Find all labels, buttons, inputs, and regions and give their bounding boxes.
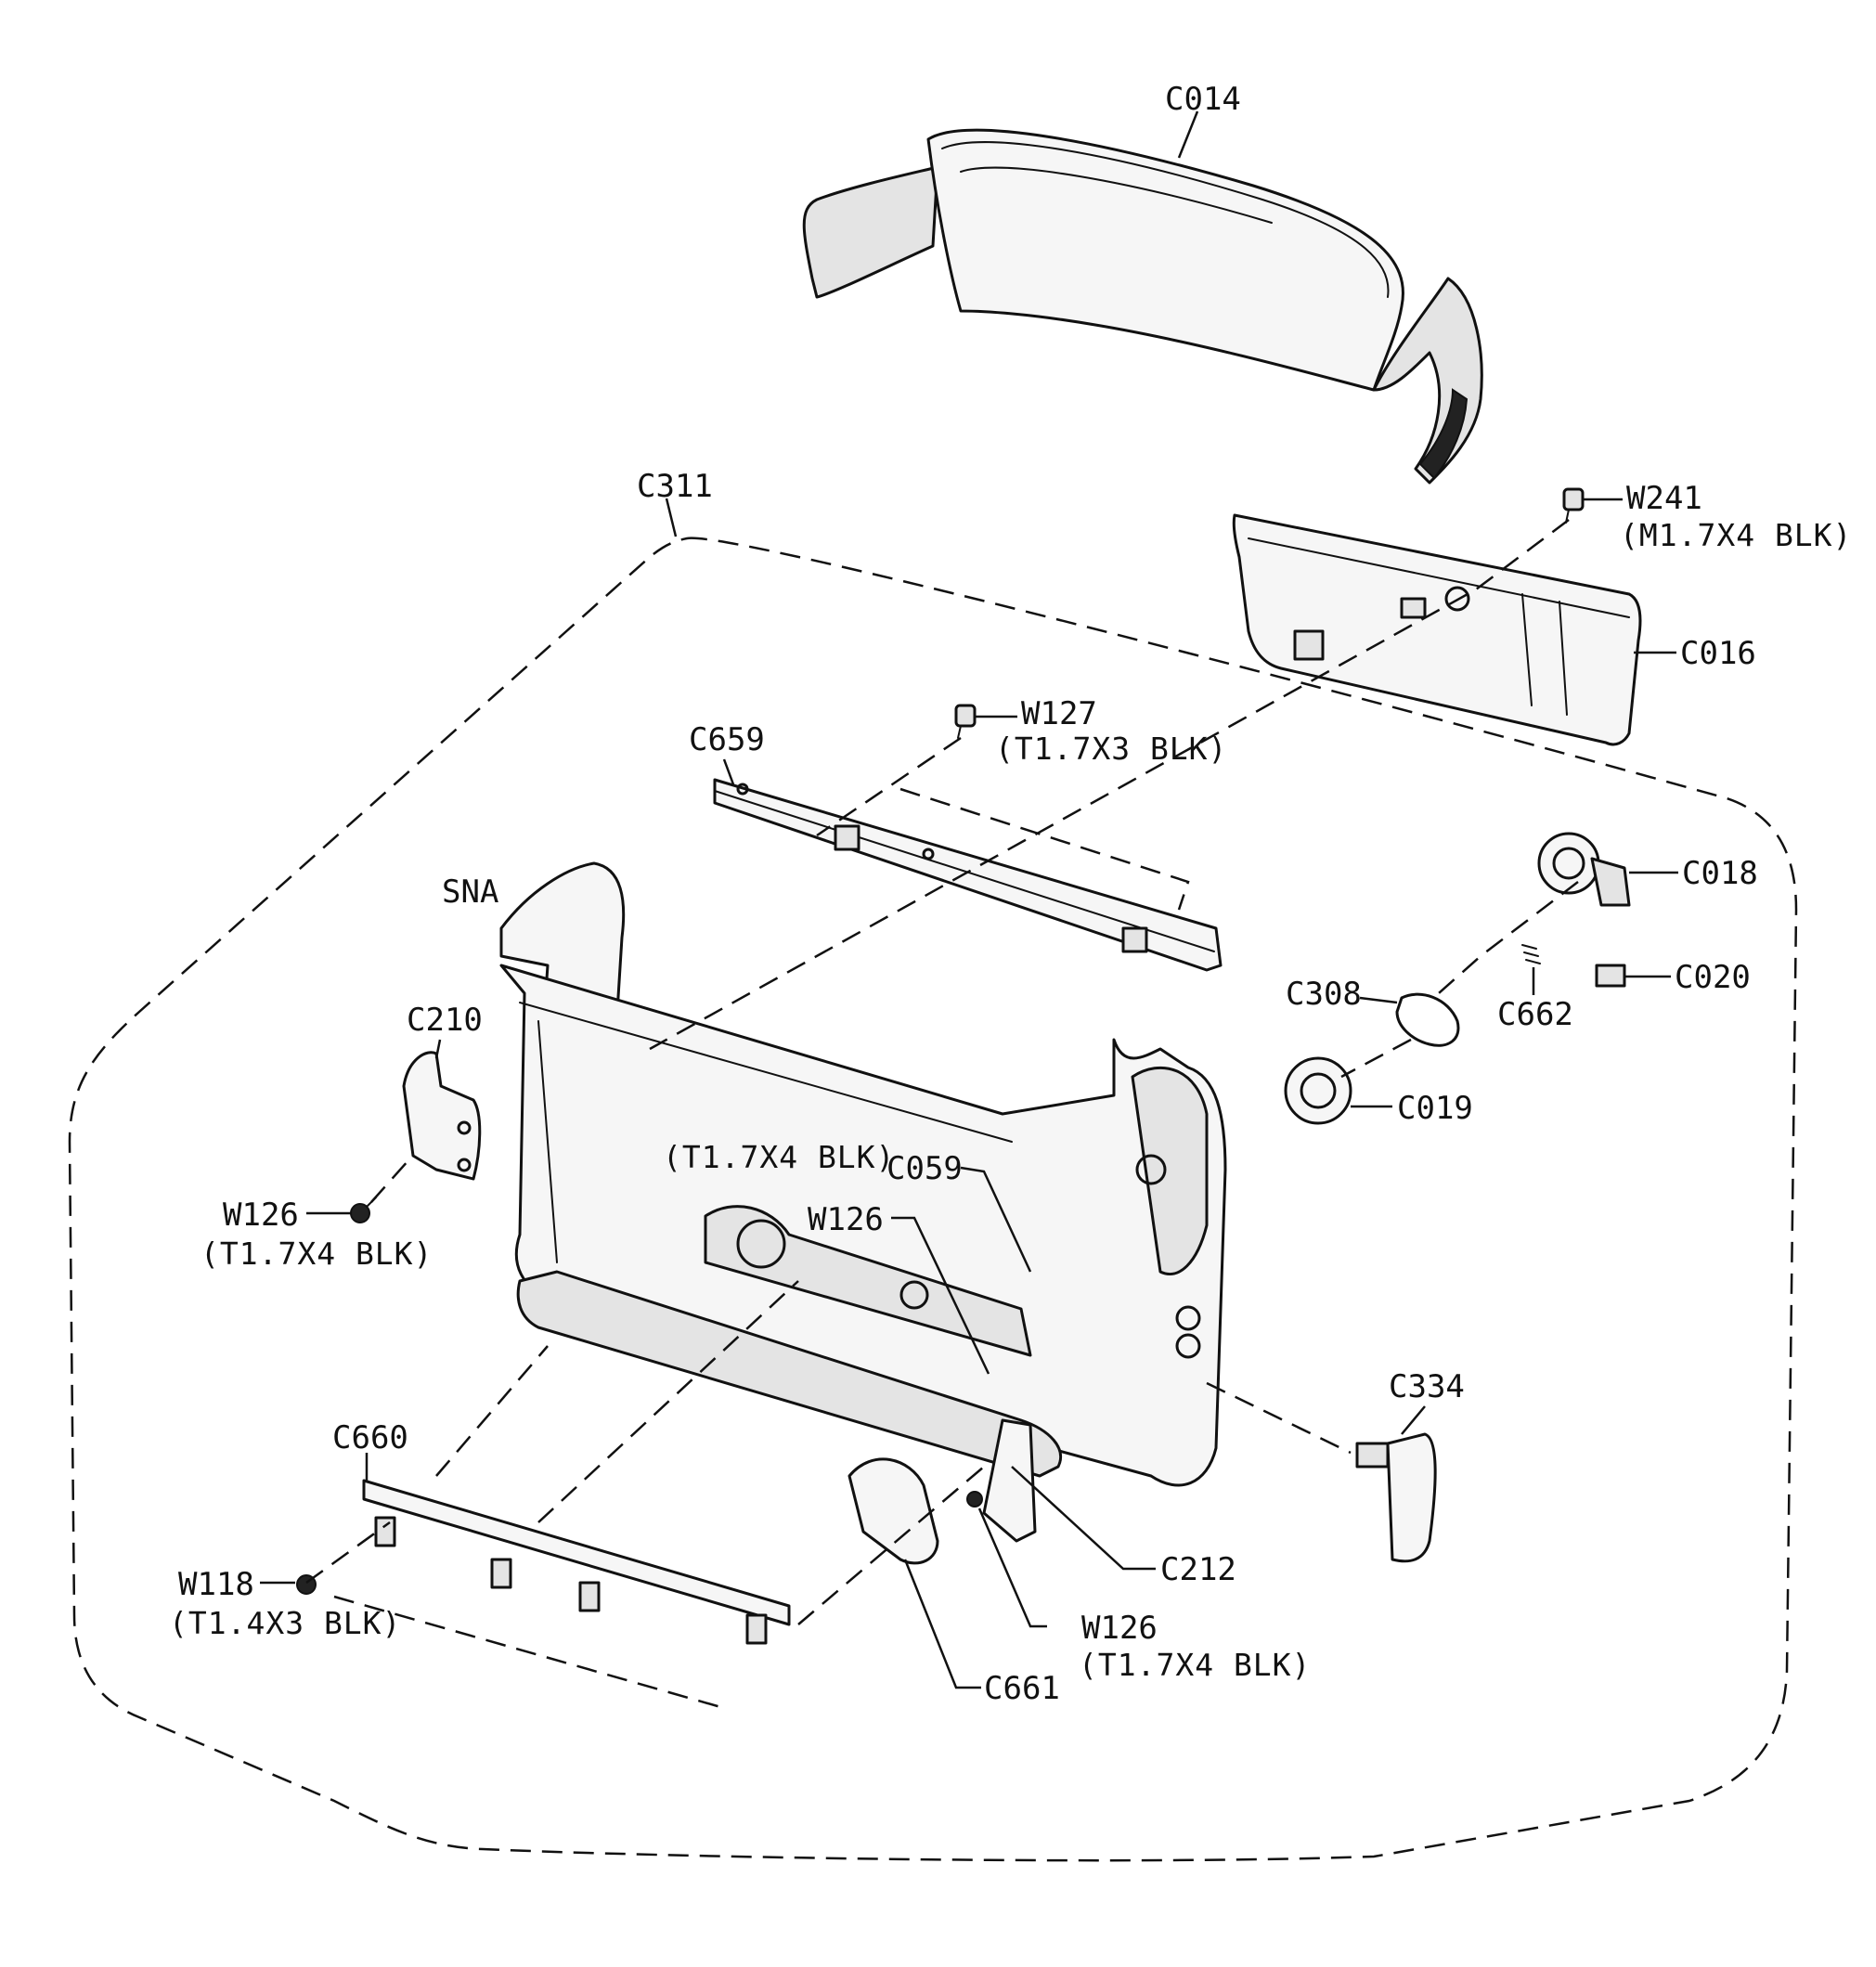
label-w241-spec: (M1.7X4 BLK) [1620, 517, 1852, 553]
knob-c020 [1595, 964, 1626, 988]
assembly-boundary-c311 [68, 537, 1798, 1862]
rear-cover-c016 [1232, 513, 1642, 746]
label-center-spec: (T1.7X4 BLK) [663, 1139, 895, 1175]
leader-c210 [434, 1039, 442, 1059]
label-w126-bottom-spec: (T1.7X4 BLK) [1079, 1647, 1311, 1683]
leader-c334 [1401, 1405, 1426, 1435]
leader-c661 [903, 1559, 981, 1689]
label-c659: C659 [689, 721, 765, 758]
explode-line-3 [899, 787, 1190, 911]
label-c019: C019 [1397, 1090, 1473, 1127]
screw-w241 [1562, 487, 1585, 524]
label-w118: W118 [178, 1566, 254, 1603]
label-w126-mid: W126 [808, 1201, 884, 1238]
label-c210: C210 [407, 1002, 483, 1039]
label-c016: C016 [1680, 635, 1756, 672]
label-c020: C020 [1675, 959, 1751, 996]
label-w126-bottom: W126 [1081, 1610, 1158, 1647]
label-w118-spec: (T1.4X3 BLK) [169, 1605, 401, 1641]
leader-c212 [1011, 1466, 1156, 1571]
side-button-c334 [1386, 1432, 1437, 1563]
label-c212: C212 [1160, 1551, 1236, 1588]
hand-strap-c014 [802, 128, 1483, 485]
label-w127-spec: (T1.7X3 BLK) [995, 731, 1227, 767]
label-c311: C311 [637, 468, 713, 505]
leader-c308 [1359, 996, 1398, 1004]
plate-c660 [362, 1479, 791, 1645]
dial-c018 [1537, 832, 1631, 907]
explode-line-2 [816, 736, 962, 837]
bracket-c659 [713, 778, 1223, 972]
label-c018: C018 [1682, 855, 1758, 892]
label-c662: C662 [1497, 996, 1573, 1033]
label-c334: C334 [1389, 1368, 1465, 1405]
screw-w126-bottom [966, 1491, 983, 1508]
part-c661 [847, 1457, 939, 1565]
leader-w126-mid [891, 1216, 990, 1375]
label-c660: C660 [332, 1419, 408, 1456]
label-w241: W241 [1626, 480, 1702, 517]
label-w126-left: W126 [223, 1197, 299, 1234]
explode-line-7 [370, 1159, 409, 1203]
label-c661: C661 [984, 1670, 1060, 1707]
label-c014: C014 [1165, 81, 1241, 118]
label-c059: C059 [886, 1150, 963, 1187]
explode-line-6 [305, 1280, 985, 1710]
explode-line-5 [1206, 1381, 1352, 1455]
screw-w127 [954, 704, 977, 739]
leader-c059 [960, 1166, 1032, 1273]
label-sna: SNA [442, 874, 498, 911]
explode-line-1 [649, 519, 1570, 1051]
leader-w126-bottom [977, 1508, 1047, 1628]
hinge-c210 [402, 1051, 482, 1181]
leader-c311 [665, 498, 678, 537]
spring-c662 [1521, 944, 1541, 964]
ring-c019 [1284, 1056, 1352, 1125]
explode-line-4 [1340, 881, 1579, 1079]
label-w126-left-spec: (T1.7X4 BLK) [201, 1236, 433, 1272]
label-c308: C308 [1286, 976, 1362, 1013]
ring-c308 [1395, 992, 1460, 1047]
leader-c014 [1177, 110, 1199, 159]
leader-c659 [722, 758, 735, 785]
bracket-c212 [982, 1418, 1037, 1543]
label-w127: W127 [1021, 695, 1097, 732]
side-button-c334-boss [1355, 1442, 1390, 1469]
main-chassis-frame [499, 861, 1227, 1487]
